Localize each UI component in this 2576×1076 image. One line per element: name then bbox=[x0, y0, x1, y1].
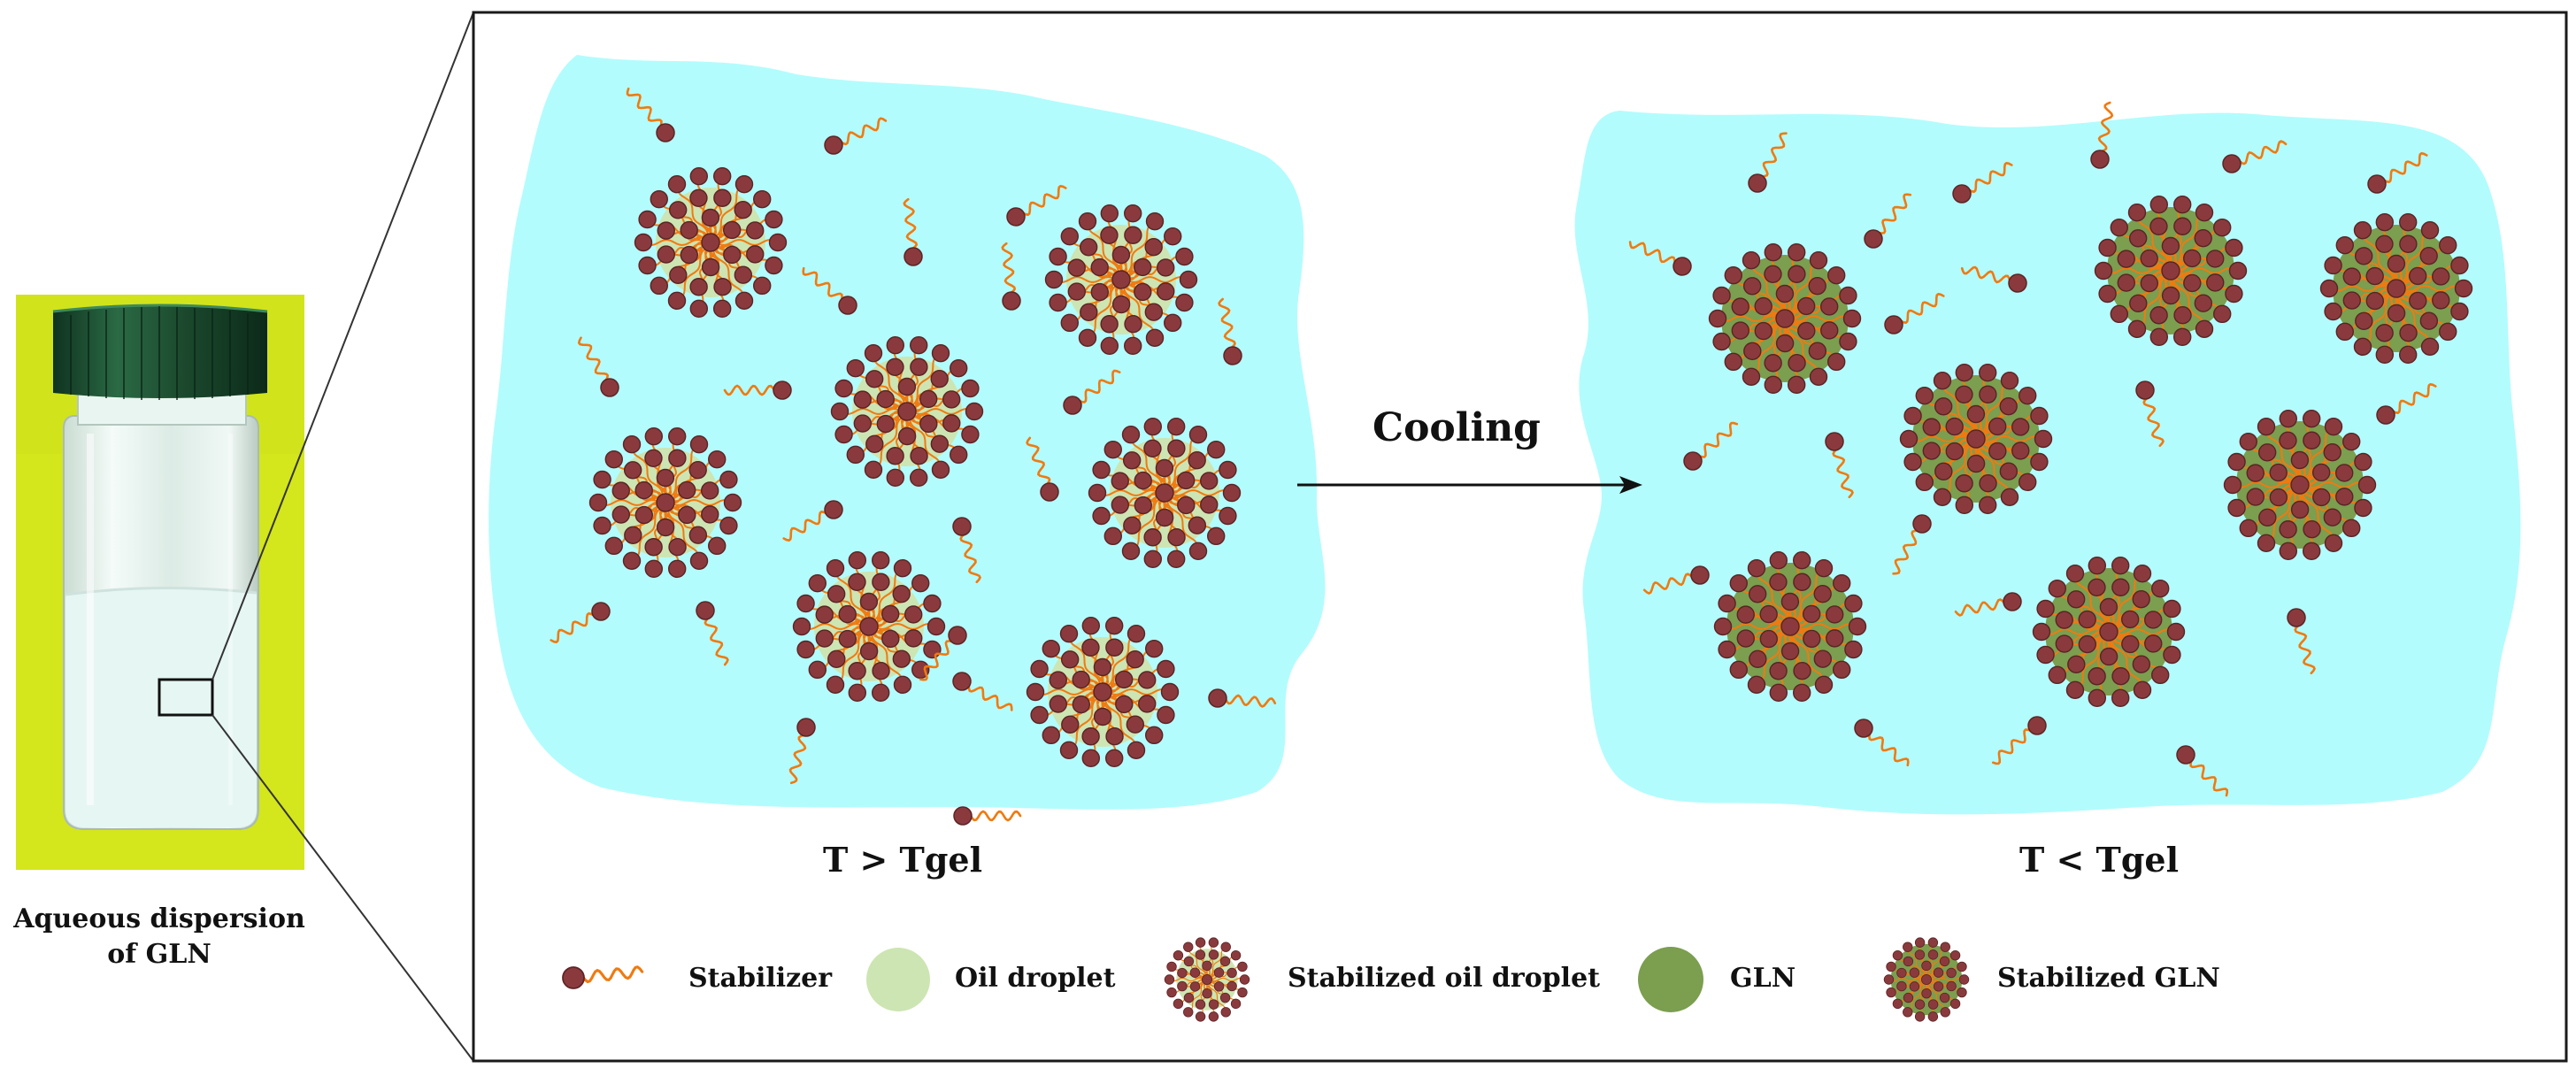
free-stabilizer bbox=[1683, 421, 1739, 471]
vial-liquid bbox=[65, 588, 257, 827]
free-stabilizer bbox=[696, 601, 729, 666]
stabilized-gln-particle bbox=[2094, 195, 2248, 347]
diagram-graphics bbox=[550, 87, 2473, 1022]
free-stabilizer bbox=[782, 500, 843, 542]
magnification-box bbox=[158, 678, 214, 717]
free-stabilizer bbox=[952, 672, 1013, 711]
free-stabilizer bbox=[2367, 151, 2428, 194]
zoom-line-bottom bbox=[211, 714, 474, 1062]
vial-photo bbox=[16, 295, 304, 870]
free-stabilizer bbox=[1954, 592, 2022, 617]
free-stabilizer bbox=[723, 380, 792, 400]
free-stabilizer bbox=[1208, 688, 1277, 708]
stabilized-oil-droplet bbox=[792, 550, 946, 703]
photo-caption-line2: of GLN bbox=[107, 939, 211, 970]
free-stabilizer bbox=[903, 197, 923, 266]
stabilized-oil-droplet bbox=[588, 427, 742, 579]
free-stabilizer bbox=[1218, 297, 1242, 365]
zoom-line-top bbox=[211, 12, 474, 680]
legend-stabilizer-icon bbox=[562, 965, 644, 989]
legend-oil-droplet-icon bbox=[866, 948, 930, 1011]
free-stabilizer bbox=[626, 87, 675, 142]
free-stabilizer bbox=[2176, 745, 2229, 797]
free-stabilizer bbox=[2376, 382, 2437, 425]
free-stabilizer bbox=[2135, 380, 2165, 448]
label-above-tgel: T > Tgel bbox=[823, 840, 982, 880]
free-stabilizer bbox=[1825, 432, 1854, 499]
free-stabilizer bbox=[952, 517, 981, 584]
free-stabilizer bbox=[1991, 716, 2047, 765]
free-stabilizer bbox=[577, 336, 619, 397]
legend-stabilizer-label: Stabilizer bbox=[688, 963, 833, 994]
legend-gln-label: GLN bbox=[1730, 963, 1796, 994]
free-stabilizer bbox=[1884, 292, 1945, 334]
free-stabilizer bbox=[1952, 161, 2013, 204]
free-stabilizer bbox=[1628, 241, 1692, 276]
free-stabilizer bbox=[788, 718, 816, 785]
photo-caption-line1: Aqueous dispersion bbox=[12, 903, 305, 934]
free-stabilizer bbox=[1642, 565, 1710, 595]
cooling-arrow-head bbox=[1619, 476, 1642, 494]
stabilized-gln-particle bbox=[2032, 556, 2186, 708]
free-stabilizer bbox=[1854, 719, 1910, 767]
free-stabilizer bbox=[953, 806, 1022, 826]
legend-stabilized-oil-droplet-icon bbox=[1164, 937, 1250, 1022]
stabilized-gln-particle bbox=[1708, 242, 1862, 395]
legend-oil-droplet-label: Oil droplet bbox=[955, 963, 1116, 994]
legend-gln-icon bbox=[1638, 947, 1703, 1012]
stabilized-gln-particle bbox=[2223, 409, 2377, 561]
stabilized-gln-particle bbox=[1899, 363, 2053, 515]
stabilized-oil-droplet bbox=[634, 166, 788, 319]
free-stabilizer bbox=[2222, 140, 2288, 173]
free-stabilizer bbox=[1063, 369, 1121, 415]
free-stabilizer bbox=[802, 266, 857, 315]
stabilized-oil-droplet bbox=[1088, 417, 1242, 569]
free-stabilizer bbox=[2090, 101, 2114, 169]
free-stabilizer bbox=[2287, 608, 2316, 675]
free-stabilizer bbox=[1026, 436, 1059, 502]
stabilized-oil-droplet bbox=[1044, 204, 1198, 356]
free-stabilizer bbox=[1892, 514, 1932, 575]
free-stabilizer bbox=[919, 626, 967, 681]
legend-stabilized-gln-label: Stabilized GLN bbox=[1997, 963, 2220, 994]
free-stabilizer bbox=[1748, 132, 1788, 193]
free-stabilizer bbox=[1864, 193, 1912, 249]
free-stabilizer bbox=[1960, 265, 2027, 293]
legend-stabilized-oil-droplet-label: Stabilized oil droplet bbox=[1288, 963, 1600, 994]
legend-stabilized-gln-icon bbox=[1883, 937, 1970, 1022]
stabilized-oil-droplet bbox=[830, 335, 984, 488]
stabilized-gln-particle bbox=[2319, 212, 2473, 365]
stabilized-oil-droplet bbox=[1026, 616, 1180, 768]
cooling-label: Cooling bbox=[1373, 405, 1541, 450]
stabilized-gln-particle bbox=[1713, 550, 1867, 703]
free-stabilizer bbox=[550, 602, 611, 644]
label-below-tgel: T < Tgel bbox=[2019, 840, 2179, 880]
free-stabilizer bbox=[824, 117, 888, 155]
free-stabilizer bbox=[1001, 242, 1021, 311]
free-stabilizer bbox=[1006, 184, 1067, 227]
legend: Stabilizer Oil droplet Stabilized oil dr… bbox=[688, 963, 2220, 994]
